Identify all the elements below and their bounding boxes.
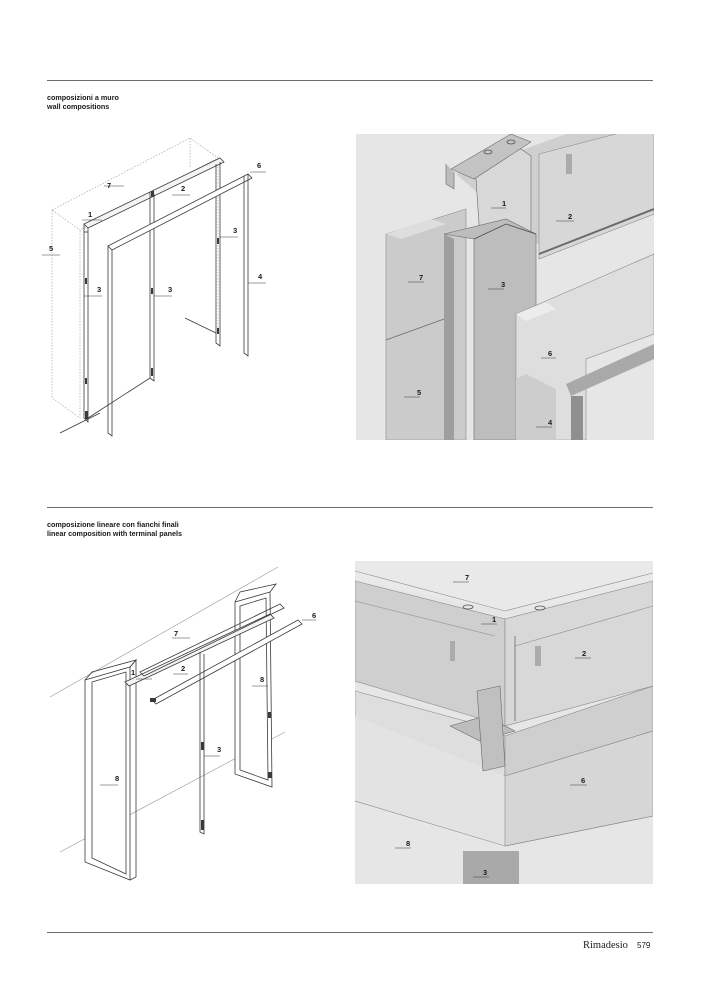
linear-composition-drawing: 7 1 2 8 6 3 8: [49, 566, 316, 881]
drawing-1-label-3c: 3: [168, 285, 172, 294]
brand-name: Rimadesio: [583, 940, 628, 951]
wall-composition-drawing: 7 2 1 3 5 4 3 3 6: [42, 137, 266, 437]
middle-rule: [47, 507, 653, 508]
detail-1-label-7: 7: [419, 273, 423, 282]
section-1-caption: composizioni a muro wall compositions: [47, 93, 119, 111]
drawing-2-label-2: 2: [181, 664, 185, 673]
drawing-1-label-3a: 3: [233, 226, 237, 235]
wall-composition-detail: 1 2 3 7 5 6 4: [356, 134, 654, 440]
detail-2-label-2: 2: [582, 649, 586, 658]
drawing-2-label-8b: 8: [115, 774, 119, 783]
detail-1-label-6: 6: [548, 349, 552, 358]
drawing-1-label-7: 7: [107, 181, 111, 190]
detail-1-label-1: 1: [502, 199, 506, 208]
section-1-caption-it: composizioni a muro: [47, 93, 119, 102]
detail-1-label-4: 4: [548, 418, 553, 427]
detail-1-label-3: 3: [501, 280, 505, 289]
detail-2-label-6: 6: [581, 776, 585, 785]
section-2-caption-en: linear composition with terminal panels: [47, 529, 182, 538]
drawing-1-label-2: 2: [181, 184, 185, 193]
detail-2-label-7: 7: [465, 573, 469, 582]
drawing-1-label-3b: 3: [97, 285, 101, 294]
detail-2-label-1: 1: [492, 615, 496, 624]
drawing-2-label-8a: 8: [260, 675, 264, 684]
top-rule: [47, 80, 653, 81]
drawing-2-label-3: 3: [217, 745, 221, 754]
detail-2-label-3: 3: [483, 868, 487, 877]
section-2-caption-it: composizione lineare con fianchi finali: [47, 520, 179, 529]
drawing-2-label-1: 1: [131, 668, 135, 677]
detail-2-label-8: 8: [406, 839, 410, 848]
page-number: 579: [637, 941, 651, 950]
detail-1-label-5: 5: [417, 388, 421, 397]
drawing-2-label-6: 6: [312, 611, 316, 620]
drawing-1-label-6: 6: [257, 161, 261, 170]
drawing-1-label-4: 4: [258, 272, 263, 281]
drawing-2-label-7: 7: [174, 629, 178, 638]
drawing-1-label-5: 5: [49, 244, 53, 253]
drawing-1-label-1: 1: [88, 210, 92, 219]
footer-rule: [47, 932, 653, 933]
section-2-caption: composizione lineare con fianchi finali …: [47, 520, 182, 538]
section-1-caption-en: wall compositions: [47, 102, 110, 111]
detail-1-label-2: 2: [568, 212, 572, 221]
linear-composition-detail: 7 1 2 6 8 3: [355, 561, 653, 884]
